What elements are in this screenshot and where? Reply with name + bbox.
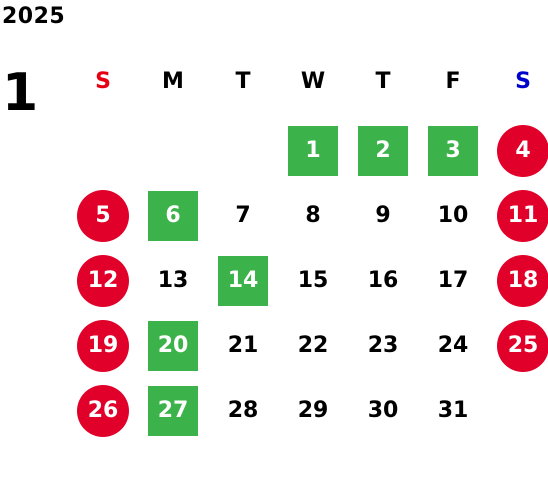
weekday-header-friday: F	[445, 69, 461, 94]
day-cell[interactable]: 5	[68, 183, 138, 248]
day-number: 11	[497, 189, 548, 242]
day-cell[interactable]: 2	[348, 118, 418, 183]
weekday-header-sunday: S	[95, 69, 111, 94]
weekday-header-wednesday: W	[300, 69, 326, 94]
day-cell[interactable]: 31	[418, 378, 488, 443]
day-cell[interactable]: 28	[208, 378, 278, 443]
day-number: 4	[497, 124, 548, 177]
day-number: 24	[437, 332, 469, 358]
day-cell[interactable]: 22	[278, 313, 348, 378]
day-number: 3	[428, 125, 478, 176]
day-number: 12	[77, 254, 129, 307]
day-cell[interactable]: 8	[278, 183, 348, 248]
day-cell[interactable]: 1	[278, 118, 348, 183]
day-cell[interactable]: 24	[418, 313, 488, 378]
weekday-header-thursday: T	[375, 69, 391, 94]
day-cell[interactable]: 21	[208, 313, 278, 378]
day-number: 17	[437, 267, 469, 293]
day-cell[interactable]: 20	[138, 313, 208, 378]
day-cell[interactable]: 4	[488, 118, 548, 183]
day-number: 15	[297, 267, 329, 293]
day-number: 23	[367, 332, 399, 358]
weekday-header-saturday: S	[515, 69, 531, 94]
day-cell[interactable]: 23	[348, 313, 418, 378]
day-cell[interactable]: 6	[138, 183, 208, 248]
day-number: 2	[358, 125, 408, 176]
day-cell[interactable]: 30	[348, 378, 418, 443]
year-label: 2025	[2, 4, 66, 29]
day-number: 1	[288, 125, 338, 176]
day-number: 21	[227, 332, 259, 358]
day-number: 18	[497, 254, 548, 307]
day-number: 25	[497, 319, 548, 372]
day-number: 28	[227, 397, 259, 423]
day-cell[interactable]: 25	[488, 313, 548, 378]
day-cell[interactable]: 16	[348, 248, 418, 313]
day-number: 26	[77, 384, 129, 437]
day-cell[interactable]: 17	[418, 248, 488, 313]
day-cell[interactable]: 19	[68, 313, 138, 378]
day-cell[interactable]: 11	[488, 183, 548, 248]
day-number: 31	[437, 397, 469, 423]
day-number: 30	[367, 397, 399, 423]
day-cell[interactable]: 9	[348, 183, 418, 248]
day-cell[interactable]: 14	[208, 248, 278, 313]
day-cell[interactable]: 27	[138, 378, 208, 443]
weekday-header-tuesday: T	[235, 69, 251, 94]
day-number: 10	[437, 202, 469, 228]
day-cell[interactable]: 10	[418, 183, 488, 248]
day-number: 8	[305, 202, 321, 228]
day-number: 27	[148, 385, 198, 436]
day-cell[interactable]: 26	[68, 378, 138, 443]
month-label: 1	[2, 63, 39, 123]
day-cell[interactable]: 29	[278, 378, 348, 443]
day-number: 9	[375, 202, 391, 228]
weekday-header-monday: M	[162, 69, 184, 94]
day-number: 16	[367, 267, 399, 293]
day-number: 19	[77, 319, 129, 372]
day-cell[interactable]: 7	[208, 183, 278, 248]
day-number: 5	[77, 189, 129, 242]
day-cell[interactable]: 15	[278, 248, 348, 313]
day-number: 22	[297, 332, 329, 358]
day-cell[interactable]: 3	[418, 118, 488, 183]
day-cell[interactable]: 13	[138, 248, 208, 313]
day-number: 7	[235, 202, 251, 228]
day-number: 29	[297, 397, 329, 423]
day-number: 13	[157, 267, 189, 293]
day-number: 20	[148, 320, 198, 371]
day-cell[interactable]: 18	[488, 248, 548, 313]
day-number: 14	[218, 255, 268, 306]
day-number: 6	[148, 190, 198, 241]
day-cell[interactable]: 12	[68, 248, 138, 313]
